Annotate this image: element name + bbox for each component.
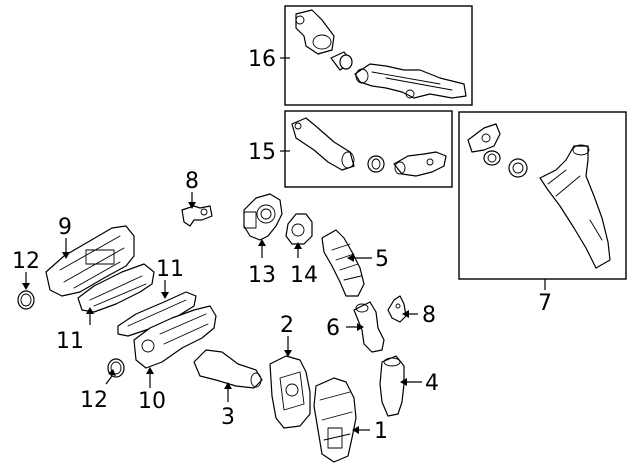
part-7-small-tube [483,150,501,166]
callout-14: 14 [290,263,318,288]
part-16-elbow [295,9,335,55]
callout-12-left: 12 [12,249,40,274]
callout-13: 13 [248,263,276,288]
part-15-elbow [291,117,355,171]
callout-7: 7 [538,291,552,316]
part-7-coupler [508,158,528,178]
part-5-hose [321,229,365,297]
callout-9: 9 [58,215,72,240]
callout-8-lower: 8 [422,303,436,328]
part-7-main-duct [539,144,611,269]
callout-1: 1 [374,419,388,444]
part-8-sensor-upper [181,205,213,227]
part-14-flange [285,213,313,245]
part-12-oring-left [17,290,35,310]
part-16-coupler [330,51,353,71]
part-15-fitting [393,151,447,177]
part-1-airbox [313,377,357,463]
callout-11-left: 11 [56,329,84,354]
callout-2: 2 [280,313,294,338]
callout-6: 6 [326,316,340,341]
callout-12-lower: 12 [80,388,108,413]
part-15-coupler [367,155,385,173]
kit-box-15 [284,110,453,188]
part-16-duct [354,63,467,99]
kit-box-16 [284,5,473,106]
part-13-throttle-body [243,193,283,241]
part-8-sensor-lower [387,295,407,323]
callout-3: 3 [221,405,235,430]
callout-11-right: 11 [156,257,184,282]
part-10-manifold [133,305,217,369]
part-4-hose [379,355,405,417]
callout-5: 5 [375,247,389,272]
leaders [22,57,546,434]
part-11-gasket-b [117,291,197,337]
callout-10: 10 [138,389,166,414]
callout-4: 4 [425,371,439,396]
part-9-housing [45,225,135,297]
part-6-tube [353,301,385,353]
callout-16: 16 [248,47,276,72]
callout-8-upper: 8 [185,169,199,194]
part-2-bracket [269,355,311,429]
kit-box-7 [458,111,627,280]
callout-15: 15 [248,140,276,165]
part-7-flange [467,123,501,153]
part-3-duct [193,349,263,389]
